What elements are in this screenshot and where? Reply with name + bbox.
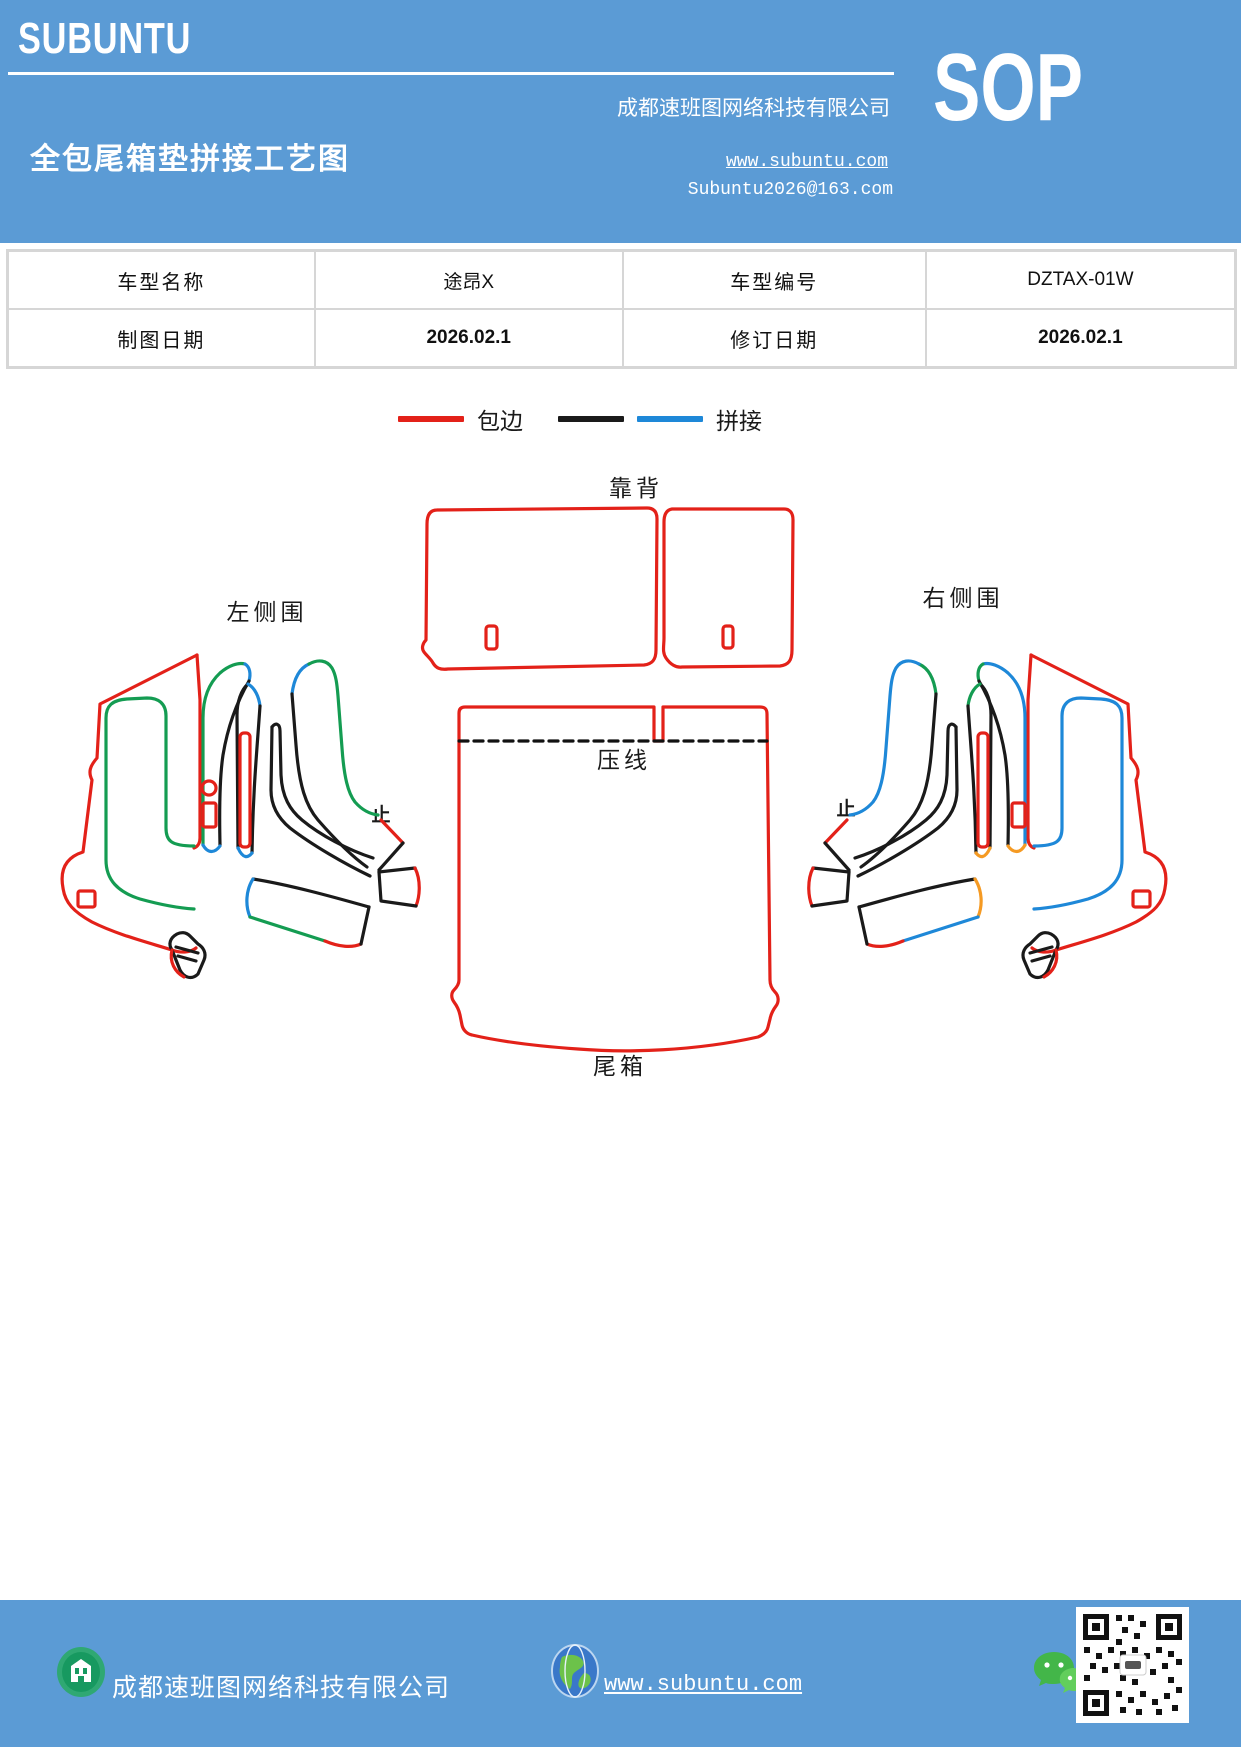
- pattern-drawing: 靠背 左侧围 右侧围 压线 尾箱 止 止: [60, 475, 1168, 1079]
- legend-stitching-label: 拼接: [716, 408, 762, 434]
- legend: 包边 拼接: [398, 402, 762, 436]
- right-wedge-piece: [807, 866, 851, 908]
- legend-red-line-swatch: [398, 416, 464, 422]
- right-side-panel-piece: [1026, 653, 1168, 954]
- backrest-left-piece: [420, 506, 659, 671]
- label-crease: 压线: [597, 747, 651, 773]
- table-cell-draw-date-label: 制图日期: [8, 309, 315, 367]
- label-stop-left: 止: [371, 804, 390, 826]
- header-divider: [8, 72, 894, 75]
- table-cell-revise-date-label: 修订日期: [622, 309, 926, 367]
- left-curved-strip-piece: [269, 722, 375, 878]
- table-cell-model-code-label: 车型编号: [622, 251, 926, 309]
- table-cell-revise-date-value: 2026.02.1: [925, 309, 1235, 367]
- footer-band: [0, 1600, 1241, 1747]
- left-side-panel-piece: [60, 653, 202, 954]
- legend-blue-line-swatch: [637, 416, 703, 422]
- label-left-side: 左侧围: [227, 599, 308, 625]
- header-website-link[interactable]: www.subuntu.com: [725, 152, 888, 172]
- label-stop-right: 止: [836, 798, 855, 820]
- pattern-diagram: 包边 拼接 靠背 左侧围 右侧围 压线 尾箱 止 止: [0, 380, 1241, 1140]
- trunk-mat-piece: [450, 705, 780, 1053]
- building-icon: [57, 1647, 105, 1697]
- sop-mark: SOP: [933, 34, 1084, 141]
- label-right-side: 右侧围: [923, 585, 1004, 611]
- label-backrest: 靠背: [609, 475, 663, 501]
- globe-icon: [551, 1644, 599, 1698]
- left-boot-piece: [168, 931, 207, 980]
- header-company-name: 成都速班图网络科技有限公司: [617, 96, 890, 120]
- footer-website-link[interactable]: www.subuntu.com: [604, 1672, 803, 1697]
- right-wheel-arch-piece: [823, 659, 938, 872]
- legend-black-line-swatch: [558, 416, 624, 422]
- table-cell-model-name-label: 车型名称: [8, 251, 315, 309]
- qr-code: [1076, 1607, 1189, 1723]
- backrest-right-piece: [661, 507, 795, 669]
- brand-logo: SUBUNTU: [18, 14, 192, 63]
- vehicle-info-table: 车型名称 途昂X 车型编号 DZTAX-01W 制图日期 2026.02.1 修…: [6, 249, 1237, 369]
- left-strip-piece-2: [235, 682, 262, 859]
- right-bottom-flap-piece: [857, 877, 983, 948]
- table-cell-model-code-value: DZTAX-01W: [925, 251, 1235, 309]
- header-band: SUBUNTU 成都速班图网络科技有限公司 全包尾箱垫拼接工艺图 www.sub…: [0, 0, 1241, 243]
- page-title: 全包尾箱垫拼接工艺图: [30, 143, 350, 176]
- footer-company-name: 成都速班图网络科技有限公司: [112, 1675, 451, 1702]
- left-wedge-piece: [377, 866, 421, 908]
- right-boot-piece: [1021, 931, 1060, 980]
- label-trunk: 尾箱: [593, 1053, 647, 1079]
- left-bottom-flap-piece: [245, 877, 371, 948]
- legend-edge-binding-label: 包边: [477, 408, 523, 434]
- right-curved-strip-piece: [853, 722, 959, 878]
- header-email: Subuntu2026@163.com: [687, 180, 893, 200]
- left-wheel-arch-piece: [290, 659, 405, 872]
- right-strip-piece-2: [966, 682, 993, 859]
- table-cell-model-name-value: 途昂X: [314, 251, 623, 309]
- table-cell-draw-date-value: 2026.02.1: [314, 309, 623, 367]
